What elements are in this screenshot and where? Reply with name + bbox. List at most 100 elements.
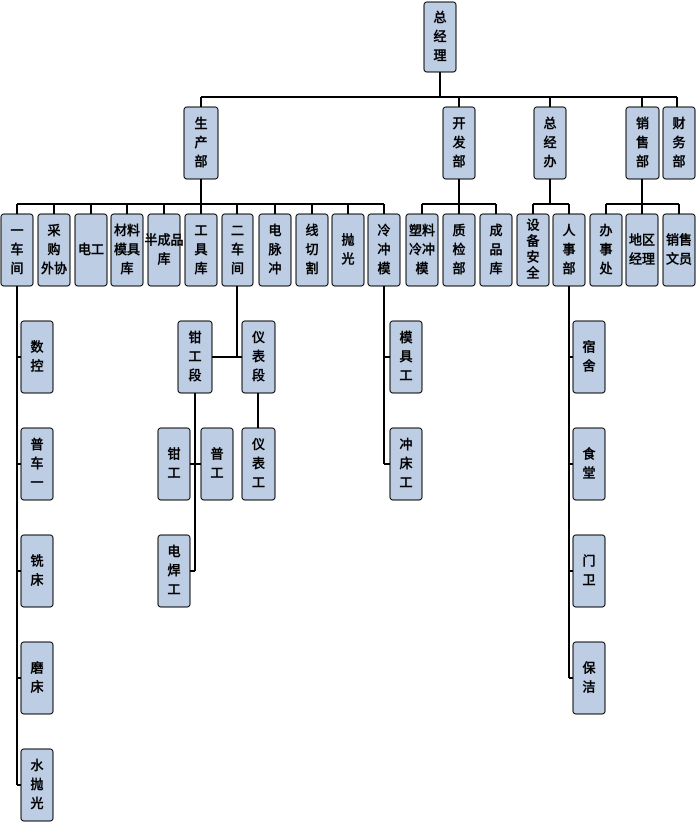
org-node-guard: 门卫	[572, 534, 606, 608]
org-node-grind: 磨床	[20, 641, 54, 715]
node-label: 部	[636, 154, 649, 170]
node-label: 外协	[40, 261, 67, 277]
node-label: 经	[543, 135, 556, 151]
org-node-mold: 模具工	[389, 320, 423, 394]
org-node-sales: 销售部	[625, 106, 660, 180]
org-node-tool: 工具库	[184, 213, 218, 287]
node-label: 车	[231, 242, 244, 258]
node-label: 库	[157, 252, 170, 268]
node-label: 电工	[78, 242, 104, 258]
node-label: 割	[305, 261, 318, 277]
node-label: 务	[672, 135, 686, 151]
node-label: 钳	[188, 330, 201, 346]
org-node-gmo: 总经办	[533, 106, 567, 180]
node-box	[516, 213, 550, 287]
node-box	[572, 320, 606, 394]
node-label: 卫	[582, 574, 595, 589]
node-label: 数	[30, 340, 44, 356]
org-node-wire: 线切割	[295, 213, 329, 287]
node-label: 事	[599, 242, 612, 258]
node-box	[74, 213, 108, 287]
node-label: 部	[672, 154, 685, 170]
node-box	[20, 427, 54, 501]
node-label: 床	[399, 456, 413, 472]
node-label: 保	[581, 661, 596, 677]
node-label: 开	[452, 117, 465, 132]
node-label: 线	[305, 223, 318, 239]
node-box	[389, 427, 423, 501]
node-box	[442, 106, 476, 180]
org-node-lathe: 普车一	[20, 427, 54, 501]
node-box	[258, 213, 292, 287]
node-label: 财	[672, 116, 685, 132]
node-label: 间	[231, 261, 244, 277]
org-node-wpol: 水抛光	[20, 748, 54, 822]
org-node-qc: 质检部	[442, 213, 476, 287]
org-node-canteen: 食堂	[572, 427, 606, 501]
node-label: 采	[46, 223, 61, 239]
node-label: 光	[29, 796, 43, 812]
node-label: 模	[415, 261, 429, 277]
org-node-hr: 人事部	[552, 213, 586, 287]
node-label: 销	[636, 116, 649, 132]
node-label: 表	[251, 349, 266, 365]
org-node-w1: 一车间	[0, 213, 34, 287]
node-label: 购	[47, 242, 60, 258]
node-label: 普	[210, 447, 223, 463]
node-label: 安	[526, 250, 539, 266]
node-label: 床	[30, 573, 44, 589]
node-box	[200, 427, 234, 501]
node-label: 一	[10, 224, 23, 239]
org-node-elec: 电工	[74, 213, 108, 287]
node-label: 模	[377, 261, 391, 277]
node-label: 普	[30, 437, 43, 453]
node-box	[552, 213, 586, 287]
node-label: 一	[30, 476, 43, 491]
node-box	[533, 106, 567, 180]
node-label: 办	[543, 154, 556, 170]
node-box	[625, 106, 660, 180]
node-label: 抛	[30, 777, 43, 793]
connector-lines	[16, 72, 680, 786]
node-label: 脉	[267, 242, 282, 258]
node-box	[625, 213, 659, 287]
node-box	[177, 320, 213, 394]
node-box	[405, 213, 439, 287]
node-label: 经	[433, 29, 446, 45]
node-label: 库	[194, 261, 207, 277]
node-label: 工	[252, 476, 265, 491]
node-label: 工	[399, 369, 412, 384]
node-label: 工	[188, 350, 201, 365]
node-label: 工	[194, 224, 207, 239]
node-label: 冷冲	[409, 242, 435, 258]
org-node-mill: 铣床	[20, 534, 54, 608]
node-label: 全	[525, 266, 540, 282]
node-label: 食	[582, 447, 596, 463]
node-label: 焊	[167, 563, 180, 579]
org-node-fitsec: 钳工段	[177, 320, 213, 394]
node-label: 质	[452, 223, 465, 239]
node-label: 模具	[114, 242, 140, 258]
node-label: 塑料	[409, 223, 435, 239]
node-box	[662, 213, 696, 287]
node-label: 电	[167, 544, 180, 560]
org-node-general: 普工	[200, 427, 234, 501]
node-label: 库	[120, 261, 133, 277]
node-label: 部	[562, 261, 575, 277]
node-box	[184, 213, 218, 287]
node-box	[295, 213, 329, 287]
node-label: 具	[194, 243, 207, 258]
node-label: 铣	[30, 554, 43, 570]
node-label: 二	[231, 224, 244, 239]
node-label: 半成品	[144, 233, 183, 249]
node-label: 人	[562, 223, 576, 239]
node-box	[589, 213, 623, 287]
node-label: 车	[30, 456, 43, 472]
